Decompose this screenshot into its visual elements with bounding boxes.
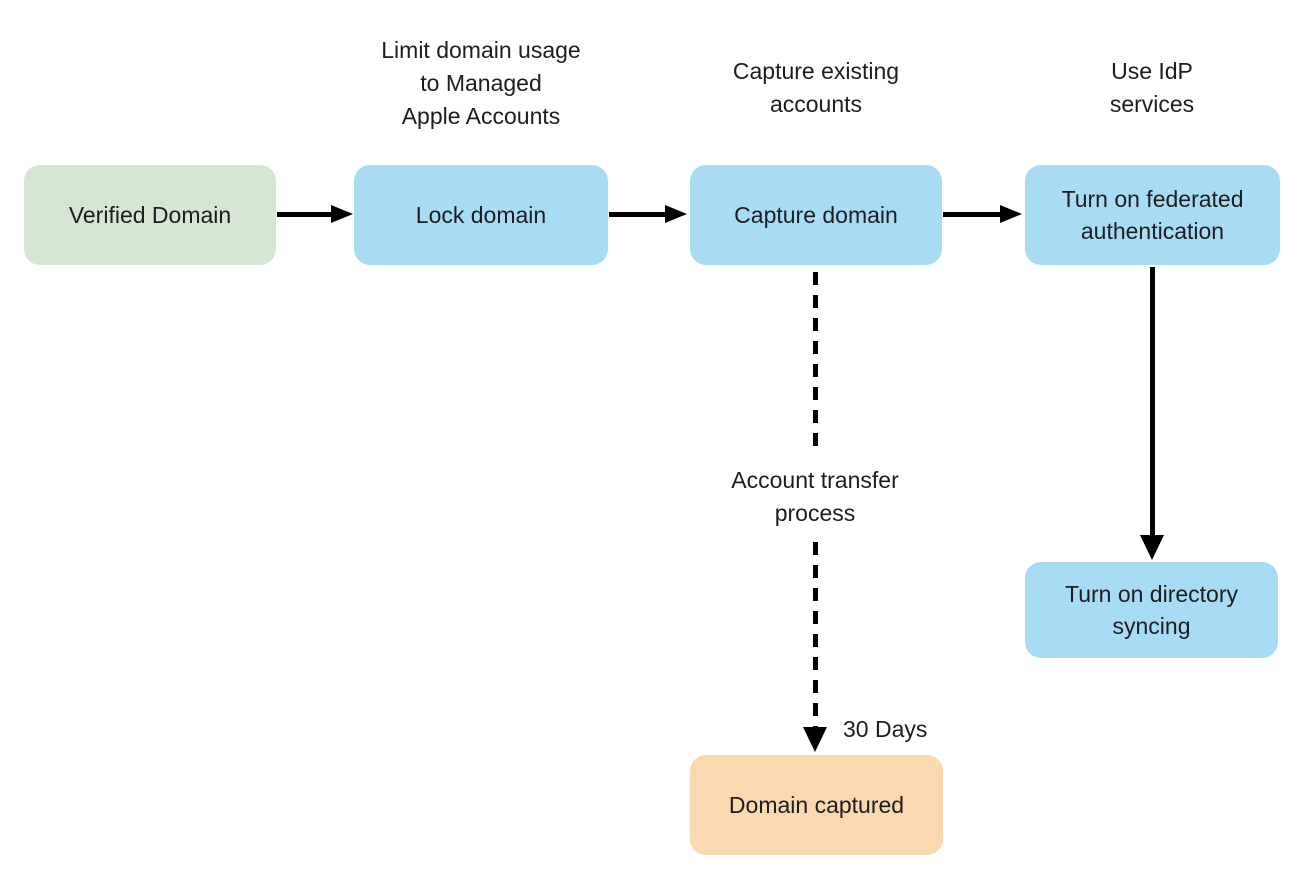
node-turn-on-directory-syncing: Turn on directory syncing [1025,562,1278,658]
node-verified-domain: Verified Domain [24,165,276,265]
node-turn-on-federated-authentication: Turn on federated authentication [1025,165,1280,265]
arrowhead-right-icon [331,205,353,223]
arrow-shaft [277,212,333,217]
annotation-use-idp-services: Use IdP services [1109,58,1195,117]
arrowhead-right-icon [1000,205,1022,223]
arrow-shaft [1150,267,1155,537]
arrowhead-down-icon [1140,535,1164,560]
node-domain-captured: Domain captured [690,755,943,855]
arrowhead-down-icon [803,727,827,752]
node-capture-domain: Capture domain [690,165,942,265]
arrow-dashed-shaft-lower [813,542,818,728]
arrow-dashed-shaft-upper [813,272,818,452]
arrow-shaft [609,212,667,217]
node-lock-domain: Lock domain [354,165,608,265]
annotation-30-days: 30 Days [843,716,928,742]
arrow-shaft [943,212,1002,217]
annotation-capture-existing-accounts: Capture existing accounts [732,58,900,117]
annotation-limit-domain-usage: Limit domain usage to Managed Apple Acco… [381,37,581,129]
annotation-account-transfer-process: Account transfer process [731,467,899,526]
arrowhead-right-icon [665,205,687,223]
